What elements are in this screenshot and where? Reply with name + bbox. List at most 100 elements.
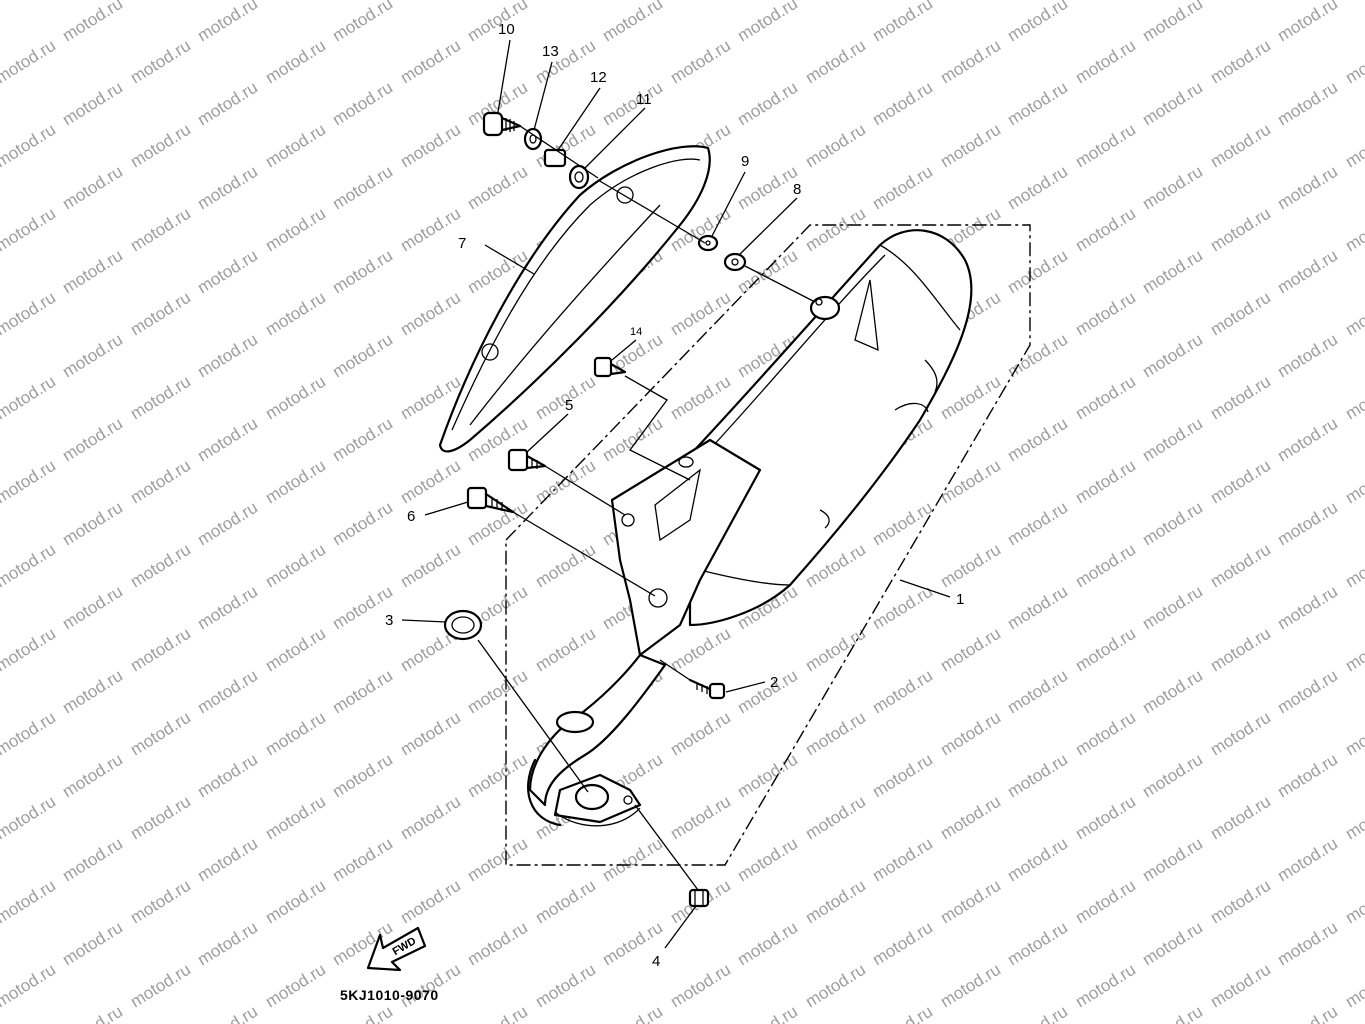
watermark-text: motod.ru [1274, 1002, 1341, 1024]
watermark-text: motod.ru [734, 750, 801, 802]
watermark-text: motod.ru [667, 624, 734, 676]
watermark-text: motod.ru [262, 876, 329, 928]
watermark-text: motod.ru [937, 960, 1004, 1012]
watermark-text: motod.ru [194, 246, 261, 298]
watermark-text: motod.ru [127, 36, 194, 88]
watermark-text: motod.ru [329, 0, 396, 45]
watermark-text: motod.ru [194, 498, 261, 550]
watermark-text: motod.ru [1207, 540, 1274, 592]
watermark-text: motod.ru [667, 372, 734, 424]
watermark-text: motod.ru [802, 120, 869, 172]
watermark-text: motod.ru [0, 288, 59, 340]
watermark-text: motod.ru [262, 36, 329, 88]
watermark-text: motod.ru [329, 162, 396, 214]
watermark-text: motod.ru [127, 120, 194, 172]
watermark-text: motod.ru [262, 372, 329, 424]
watermark-text: motod.ru [802, 0, 869, 3]
watermark-text: motod.ru [1004, 78, 1071, 130]
watermark-text: motod.ru [262, 708, 329, 760]
watermark-text: motod.ru [1207, 0, 1274, 3]
watermark-text: motod.ru [194, 918, 261, 970]
watermark-text: motod.ru [1207, 876, 1274, 928]
watermark-text: motod.ru [329, 246, 396, 298]
watermark-text: motod.ru [1004, 918, 1071, 970]
watermark-text: motod.ru [0, 120, 59, 172]
watermark-text: motod.ru [1004, 582, 1071, 634]
watermark-text: motod.ru [1207, 372, 1274, 424]
watermark-text: motod.ru [937, 36, 1004, 88]
watermark-text: motod.ru [802, 204, 869, 256]
watermark-text: motod.ru [127, 624, 194, 676]
watermark-text: motod.ru [397, 960, 464, 1012]
drawing-code: 5KJ1010-9070 [340, 987, 439, 1003]
watermark-text: motod.ru [1207, 792, 1274, 844]
watermark-text: motod.ru [329, 834, 396, 886]
watermark-text: motod.ru [0, 204, 59, 256]
watermark-text: motod.ru [397, 792, 464, 844]
watermark-text: motod.ru [0, 876, 59, 928]
watermark-text: motod.ru [667, 0, 734, 3]
callout-9: 9 [741, 153, 749, 170]
watermark-text: motod.ru [194, 78, 261, 130]
watermark-text: motod.ru [1274, 246, 1341, 298]
watermark-text: motod.ru [262, 540, 329, 592]
part-6-bolt [466, 486, 515, 514]
watermark-text: motod.ru [1004, 498, 1071, 550]
watermark-text: motod.ru [59, 582, 126, 634]
watermark-text: motod.ru [1139, 750, 1206, 802]
watermark-text: motod.ru [599, 834, 666, 886]
watermark-text: motod.ru [1274, 498, 1341, 550]
watermark-text: motod.ru [127, 288, 194, 340]
watermark-text: motod.ru [1342, 624, 1365, 676]
watermark-text: motod.ru [59, 162, 126, 214]
watermark-text: motod.ru [0, 624, 59, 676]
watermark-text: motod.ru [734, 1002, 801, 1024]
watermark-text: motod.ru [127, 0, 194, 3]
watermark-text: motod.ru [802, 36, 869, 88]
watermark-text: motod.ru [0, 792, 59, 844]
part-10-bolt [482, 111, 522, 137]
watermark-text: motod.ru [599, 1002, 666, 1024]
watermark-text: motod.ru [937, 624, 1004, 676]
watermark-text: motod.ru [802, 624, 869, 676]
watermark-text: motod.ru [194, 666, 261, 718]
watermark-text: motod.ru [937, 0, 1004, 3]
watermark-text: motod.ru [1207, 36, 1274, 88]
watermark-text: motod.ru [1004, 666, 1071, 718]
watermark-text: motod.ru [734, 834, 801, 886]
watermark-text: motod.ru [1274, 330, 1341, 382]
watermark-text: motod.ru [397, 204, 464, 256]
watermark-text: motod.ru [1342, 288, 1365, 340]
watermark-text: motod.ru [869, 834, 936, 886]
watermark-text: motod.ru [59, 0, 126, 45]
callout-12: 12 [590, 69, 607, 86]
watermark-text: motod.ru [397, 120, 464, 172]
callout-10: 10 [498, 21, 515, 38]
watermark-text: motod.ru [1139, 414, 1206, 466]
callout-4: 4 [652, 953, 660, 970]
watermark-text: motod.ru [0, 0, 59, 3]
watermark-text: motod.ru [734, 78, 801, 130]
watermark-text: motod.ru [1139, 330, 1206, 382]
watermark-text: motod.ru [329, 666, 396, 718]
watermark-text: motod.ru [262, 204, 329, 256]
watermark-text: motod.ru [127, 876, 194, 928]
watermark-text: motod.ru [127, 456, 194, 508]
watermark-text: motod.ru [329, 78, 396, 130]
watermark-text: motod.ru [1342, 708, 1365, 760]
watermark-text: motod.ru [59, 330, 126, 382]
watermark-text: motod.ru [464, 162, 531, 214]
watermark-text: motod.ru [667, 792, 734, 844]
watermark-text: motod.ru [1004, 1002, 1071, 1024]
callout-14: 14 [630, 326, 642, 338]
watermark-text: motod.ru [1004, 330, 1071, 382]
watermark-text: motod.ru [667, 288, 734, 340]
watermark-text: motod.ru [1072, 456, 1139, 508]
watermark-text: motod.ru [329, 330, 396, 382]
watermark-text: motod.ru [869, 918, 936, 970]
watermark-text: motod.ru [937, 372, 1004, 424]
watermark-text: motod.ru [127, 960, 194, 1012]
watermark-text: motod.ru [1342, 0, 1365, 3]
watermark-text: motod.ru [329, 498, 396, 550]
watermark-text: motod.ru [599, 414, 666, 466]
